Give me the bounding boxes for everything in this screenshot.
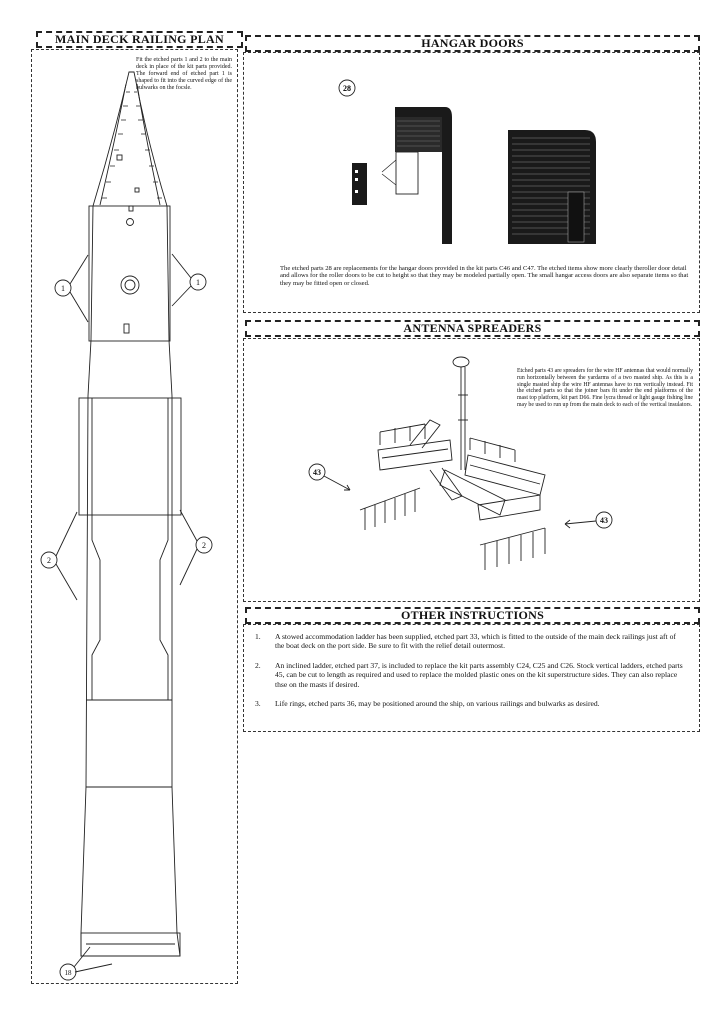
callout-2-right: 2 xyxy=(202,541,206,550)
railing-plan-note: Fit the etched parts 1 and 2 to the main… xyxy=(136,57,232,91)
other-instructions-panel xyxy=(243,624,700,732)
railing-plan-panel xyxy=(31,49,238,984)
instruction-number: 1. xyxy=(255,632,261,641)
other-instructions-header: OTHER INSTRUCTIONS xyxy=(245,607,700,624)
antenna-spreaders-note: Etched parts 43 are spreaders for the wi… xyxy=(517,368,693,408)
instruction-text: A stowed accommodation ladder has been s… xyxy=(275,632,676,651)
other-instructions-title: OTHER INSTRUCTIONS xyxy=(400,608,545,622)
hangar-part-28: 28 xyxy=(343,84,351,93)
antenna-spreaders-header: ANTENNA SPREADERS xyxy=(245,320,700,337)
instruction-item: 1. A stowed accommodation ladder has bee… xyxy=(255,632,687,660)
railing-plan-title: MAIN DECK RAILING PLAN xyxy=(55,32,224,46)
antenna-callout-43-right: 43 xyxy=(600,516,608,525)
callout-18: 18 xyxy=(65,969,73,977)
callout-1-left: 1 xyxy=(61,284,65,293)
hangar-doors-header: HANGAR DOORS xyxy=(245,35,700,52)
instruction-text: An inclined ladder, etched part 37, is i… xyxy=(275,661,683,689)
antenna-callout-43-left: 43 xyxy=(313,468,321,477)
railing-plan-header: MAIN DECK RAILING PLAN xyxy=(36,31,243,48)
instruction-number: 3. xyxy=(255,699,261,708)
instruction-item: 3. Life rings, etched parts 36, may be p… xyxy=(255,699,687,713)
hangar-doors-panel xyxy=(243,52,700,313)
instruction-text: Life rings, etched parts 36, may be posi… xyxy=(275,699,600,708)
callout-1-right: 1 xyxy=(196,278,200,287)
antenna-spreaders-panel xyxy=(243,338,700,602)
hangar-doors-caption: The etched parts 28 are replacements for… xyxy=(280,265,689,287)
instruction-number: 2. xyxy=(255,661,261,670)
hangar-doors-title: HANGAR DOORS xyxy=(421,36,524,50)
antenna-spreaders-title: ANTENNA SPREADERS xyxy=(403,321,542,335)
callout-2-left: 2 xyxy=(47,556,51,565)
instruction-item: 2. An inclined ladder, etched part 37, i… xyxy=(255,661,687,689)
